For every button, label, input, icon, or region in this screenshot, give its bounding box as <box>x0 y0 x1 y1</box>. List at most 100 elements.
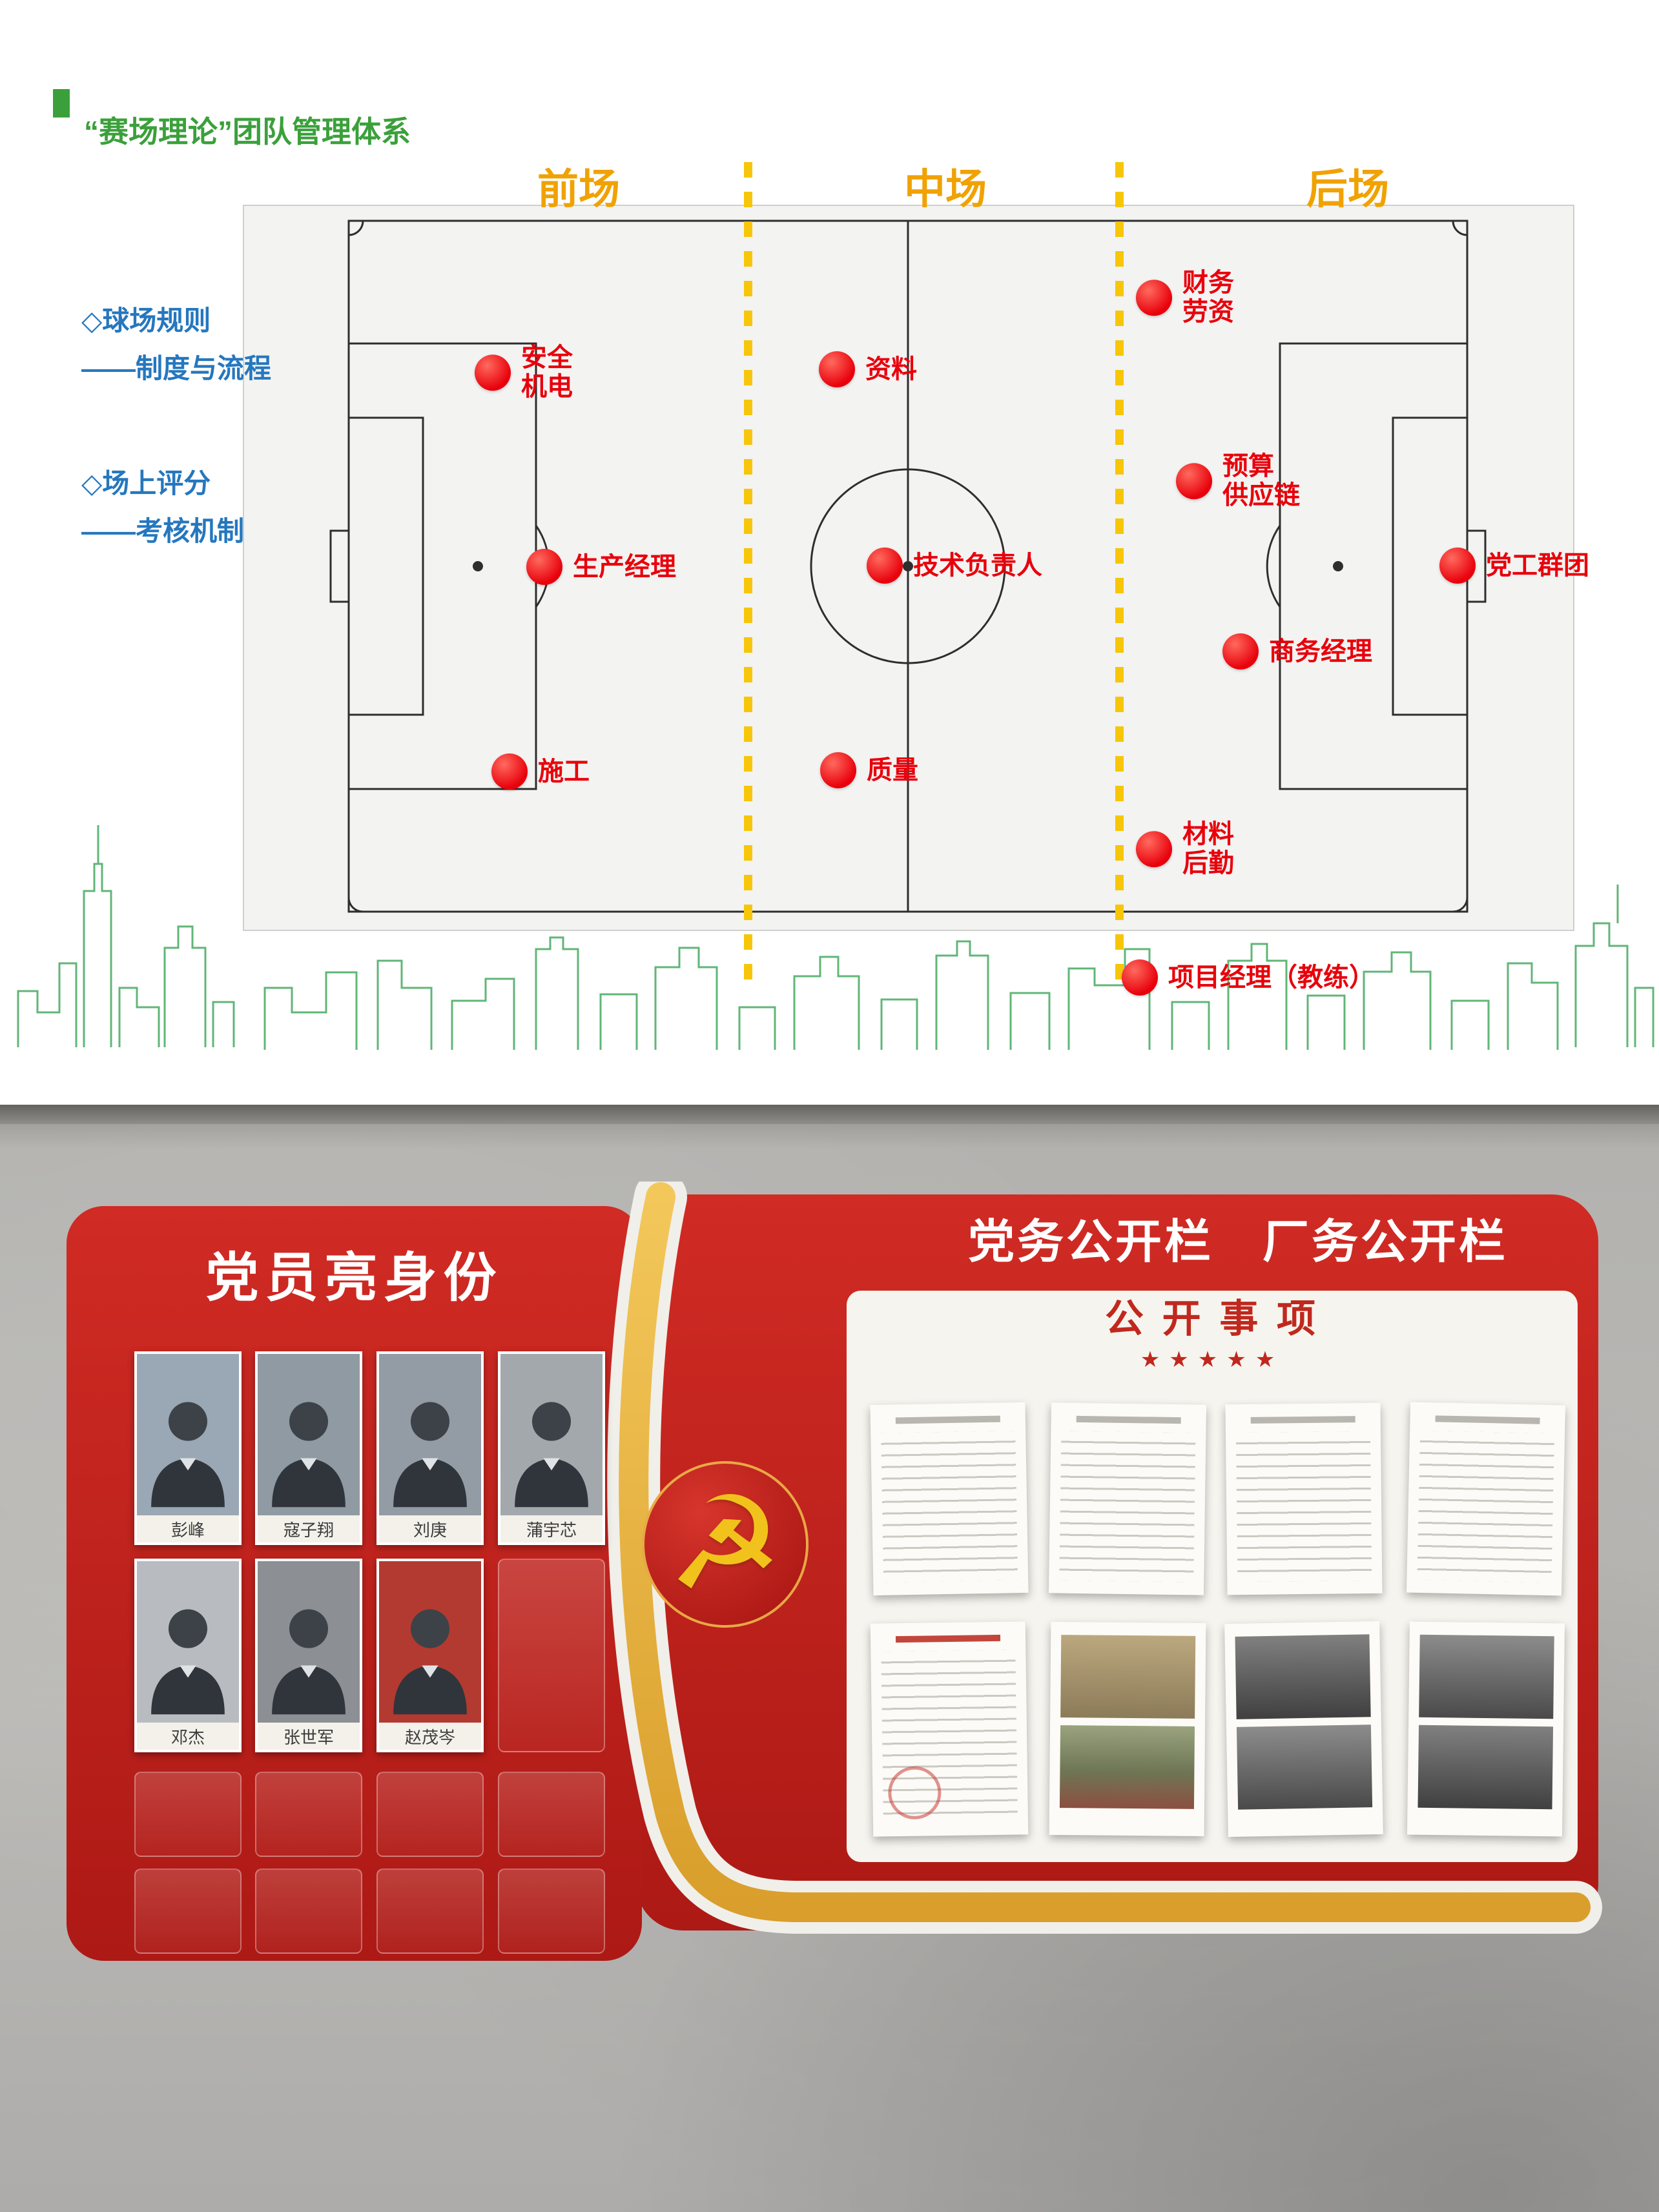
position-technical-director: 技术负责人 <box>867 548 1042 584</box>
person-silhouette-icon <box>272 1402 345 1508</box>
member-photo-card: 蒲宇芯 <box>498 1351 605 1545</box>
posted-bw-photos <box>1407 1621 1565 1837</box>
person-silhouette-icon <box>272 1609 345 1715</box>
position-dot <box>819 351 855 387</box>
posted-photo <box>1235 1634 1371 1719</box>
position-budget-supply: 预算 供应链 <box>1176 452 1300 510</box>
empty-photo-pocket <box>376 1869 484 1954</box>
zone-label-front: 前场 <box>537 166 620 212</box>
posted-photo <box>1060 1635 1196 1719</box>
person-silhouette-icon <box>515 1402 588 1508</box>
posted-document <box>1406 1402 1566 1596</box>
members-panel-title: 党员亮身份 <box>205 1249 503 1307</box>
position-safety-me: 安全 机电 <box>475 343 573 402</box>
document-heading-line <box>895 1415 1001 1424</box>
posted-document <box>1225 1402 1383 1595</box>
empty-photo-pocket <box>498 1772 605 1857</box>
person-silhouette-icon <box>393 1609 467 1715</box>
position-dot <box>1439 548 1476 584</box>
empty-photo-pocket <box>498 1559 605 1752</box>
position-project-manager-coach: 项目经理（教练） <box>1122 959 1375 996</box>
position-commercial-manager: 商务经理 <box>1222 633 1372 670</box>
member-photo-card: 刘庚 <box>376 1351 484 1545</box>
member-photo <box>379 1561 481 1723</box>
position-construction: 施工 <box>491 753 590 790</box>
position-documentation: 资料 <box>819 351 917 387</box>
posted-document <box>1048 1402 1207 1595</box>
party-emblem: ☭ <box>642 1461 809 1628</box>
empty-photo-pocket <box>134 1772 242 1857</box>
document-text-lines <box>1235 1431 1372 1582</box>
position-finance-labor: 财务 劳资 <box>1136 269 1234 327</box>
position-dot <box>1122 959 1158 996</box>
position-dot <box>526 549 562 585</box>
posted-bw-photos <box>1224 1621 1383 1838</box>
position-dot <box>820 752 856 788</box>
member-name: 彭峰 <box>137 1515 239 1542</box>
posted-photo <box>1236 1725 1373 1810</box>
empty-photo-pocket <box>498 1869 605 1954</box>
member-photo <box>258 1354 360 1515</box>
member-name: 蒲宇芯 <box>500 1515 603 1542</box>
position-dot <box>1176 463 1212 499</box>
legend-rules-detail: ——制度与流程 <box>81 353 272 384</box>
document-heading-line <box>895 1634 1001 1643</box>
member-photo-card: 彭峰 <box>134 1351 242 1545</box>
posted-document <box>870 1402 1029 1596</box>
empty-photo-pocket <box>134 1869 242 1954</box>
posted-photo <box>1419 1634 1554 1719</box>
member-photo <box>258 1561 360 1723</box>
legend-scoring: ◇场上评分 ——考核机制 <box>81 460 244 555</box>
stars-decoration: ★★★★★ <box>1140 1347 1284 1372</box>
member-photo-card: 赵茂岑 <box>376 1559 484 1752</box>
zone-label-mid: 中场 <box>904 166 987 212</box>
member-photo <box>137 1354 239 1515</box>
slide-title: “赛场理论”团队管理体系 <box>84 115 411 148</box>
hammer-sickle-icon: ☭ <box>667 1469 783 1619</box>
member-photo <box>137 1561 239 1723</box>
member-photo <box>500 1354 603 1515</box>
posted-color-photos <box>1049 1621 1206 1837</box>
member-photo-card: 寇子翔 <box>255 1351 362 1545</box>
member-name: 邓杰 <box>137 1723 239 1750</box>
position-dot <box>1136 831 1172 867</box>
person-silhouette-icon <box>151 1609 225 1715</box>
posted-photo <box>1059 1725 1195 1809</box>
document-text-lines <box>1417 1430 1555 1583</box>
member-name: 刘庚 <box>379 1515 481 1542</box>
posted-document-with-stamp <box>870 1621 1029 1837</box>
member-photo-card: 邓杰 <box>134 1559 242 1752</box>
position-materials-logistics: 材料 后勤 <box>1136 820 1234 878</box>
position-production-manager: 生产经理 <box>526 549 676 585</box>
document-heading-line <box>1250 1416 1355 1424</box>
public-matters-title: 公 开 事 项 <box>1104 1297 1319 1340</box>
posted-photo <box>1417 1725 1554 1810</box>
zone-divider-line-2 <box>1115 162 1124 992</box>
position-dot <box>475 354 511 391</box>
position-dot <box>867 548 903 584</box>
member-name: 赵茂岑 <box>379 1723 481 1750</box>
document-heading-line <box>1435 1415 1540 1424</box>
zone-label-back: 后场 <box>1306 166 1389 212</box>
legend-rules-heading: ◇球场规则 <box>81 305 211 336</box>
legend-scoring-detail: ——考核机制 <box>81 516 245 546</box>
member-name: 寇子翔 <box>258 1515 360 1542</box>
position-dot <box>491 753 528 790</box>
document-text-lines <box>1059 1431 1196 1582</box>
city-skyline-graphic <box>17 825 1654 1050</box>
member-photo <box>379 1354 481 1515</box>
title-accent-bar <box>53 89 70 118</box>
position-quality: 质量 <box>820 752 918 788</box>
person-silhouette-icon <box>151 1402 225 1508</box>
zone-divider-line-1 <box>744 162 752 992</box>
wall-top-edge <box>0 1105 1659 1124</box>
document-heading-line <box>1076 1415 1181 1424</box>
member-name: 张世军 <box>258 1723 360 1750</box>
document-text-lines <box>881 1431 1018 1582</box>
empty-photo-pocket <box>255 1772 362 1857</box>
empty-photo-pocket <box>255 1869 362 1954</box>
member-photo-card: 张世军 <box>255 1559 362 1752</box>
person-silhouette-icon <box>393 1402 467 1508</box>
football-pitch-diagram <box>243 205 1574 931</box>
